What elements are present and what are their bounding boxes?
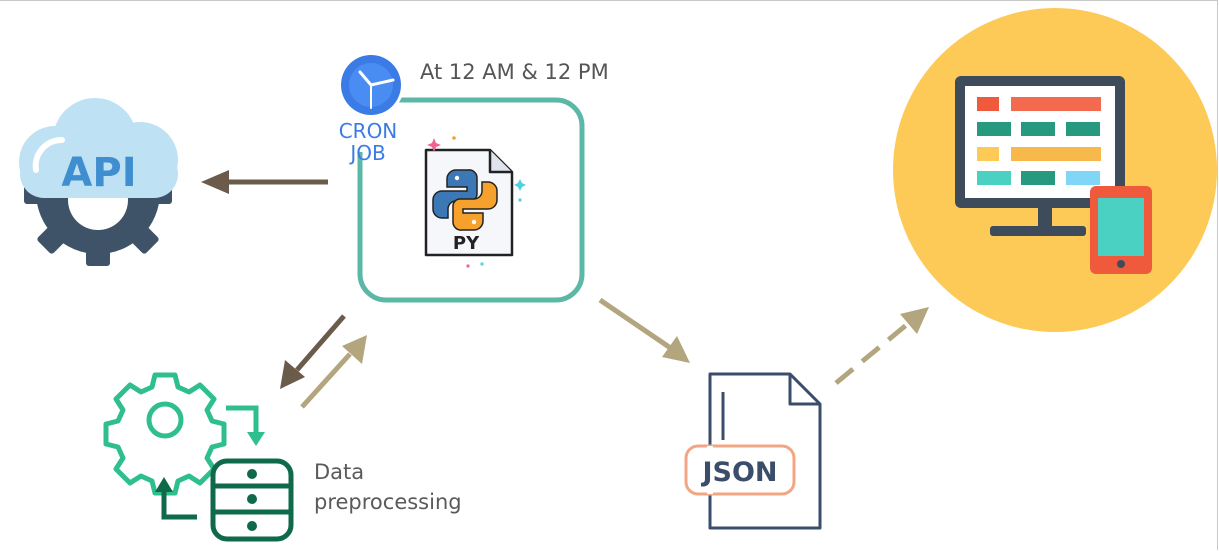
cron-label-line2: JOB	[348, 141, 385, 165]
api-label: API	[61, 150, 136, 196]
process-arrow-down-head	[247, 432, 265, 446]
preprocessing-label-line2: preprocessing	[314, 490, 462, 514]
python-file-icon	[424, 136, 526, 268]
arrow-to-preprocessing-head	[280, 360, 305, 389]
preprocessing-label-line1: Data	[314, 460, 365, 484]
process-arrow-up-head	[155, 477, 173, 492]
arrow-from-preprocessing-head	[342, 335, 367, 364]
preprocessing-label: Data preprocessing	[314, 457, 462, 517]
arrow-to-json	[598, 297, 674, 352]
clock-icon	[338, 52, 404, 152]
process-arrow-down-icon	[226, 405, 259, 434]
python-file-label: PY	[453, 233, 480, 254]
arrow-to-dashboard-head	[900, 307, 929, 334]
arrow-to-json-head	[662, 336, 690, 363]
process-arrow-up-icon	[161, 489, 197, 520]
dashboard-icon	[893, 8, 1217, 332]
json-file-icon	[684, 372, 822, 530]
preprocessing-gear-icon	[103, 372, 227, 496]
arrow-to-dashboard	[834, 320, 912, 385]
arrow-to-api-head	[201, 170, 229, 194]
json-label: JSON	[700, 457, 777, 488]
python-script-box	[357, 97, 585, 303]
cron-label-line1: CRON	[339, 119, 398, 143]
schedule-label: At 12 AM & 12 PM	[420, 60, 609, 84]
arrow-from-preprocessing	[300, 352, 352, 409]
api-cloud-gear-icon: API	[19, 98, 178, 266]
database-icon	[210, 458, 294, 542]
arrow-to-preprocessing	[295, 314, 346, 372]
